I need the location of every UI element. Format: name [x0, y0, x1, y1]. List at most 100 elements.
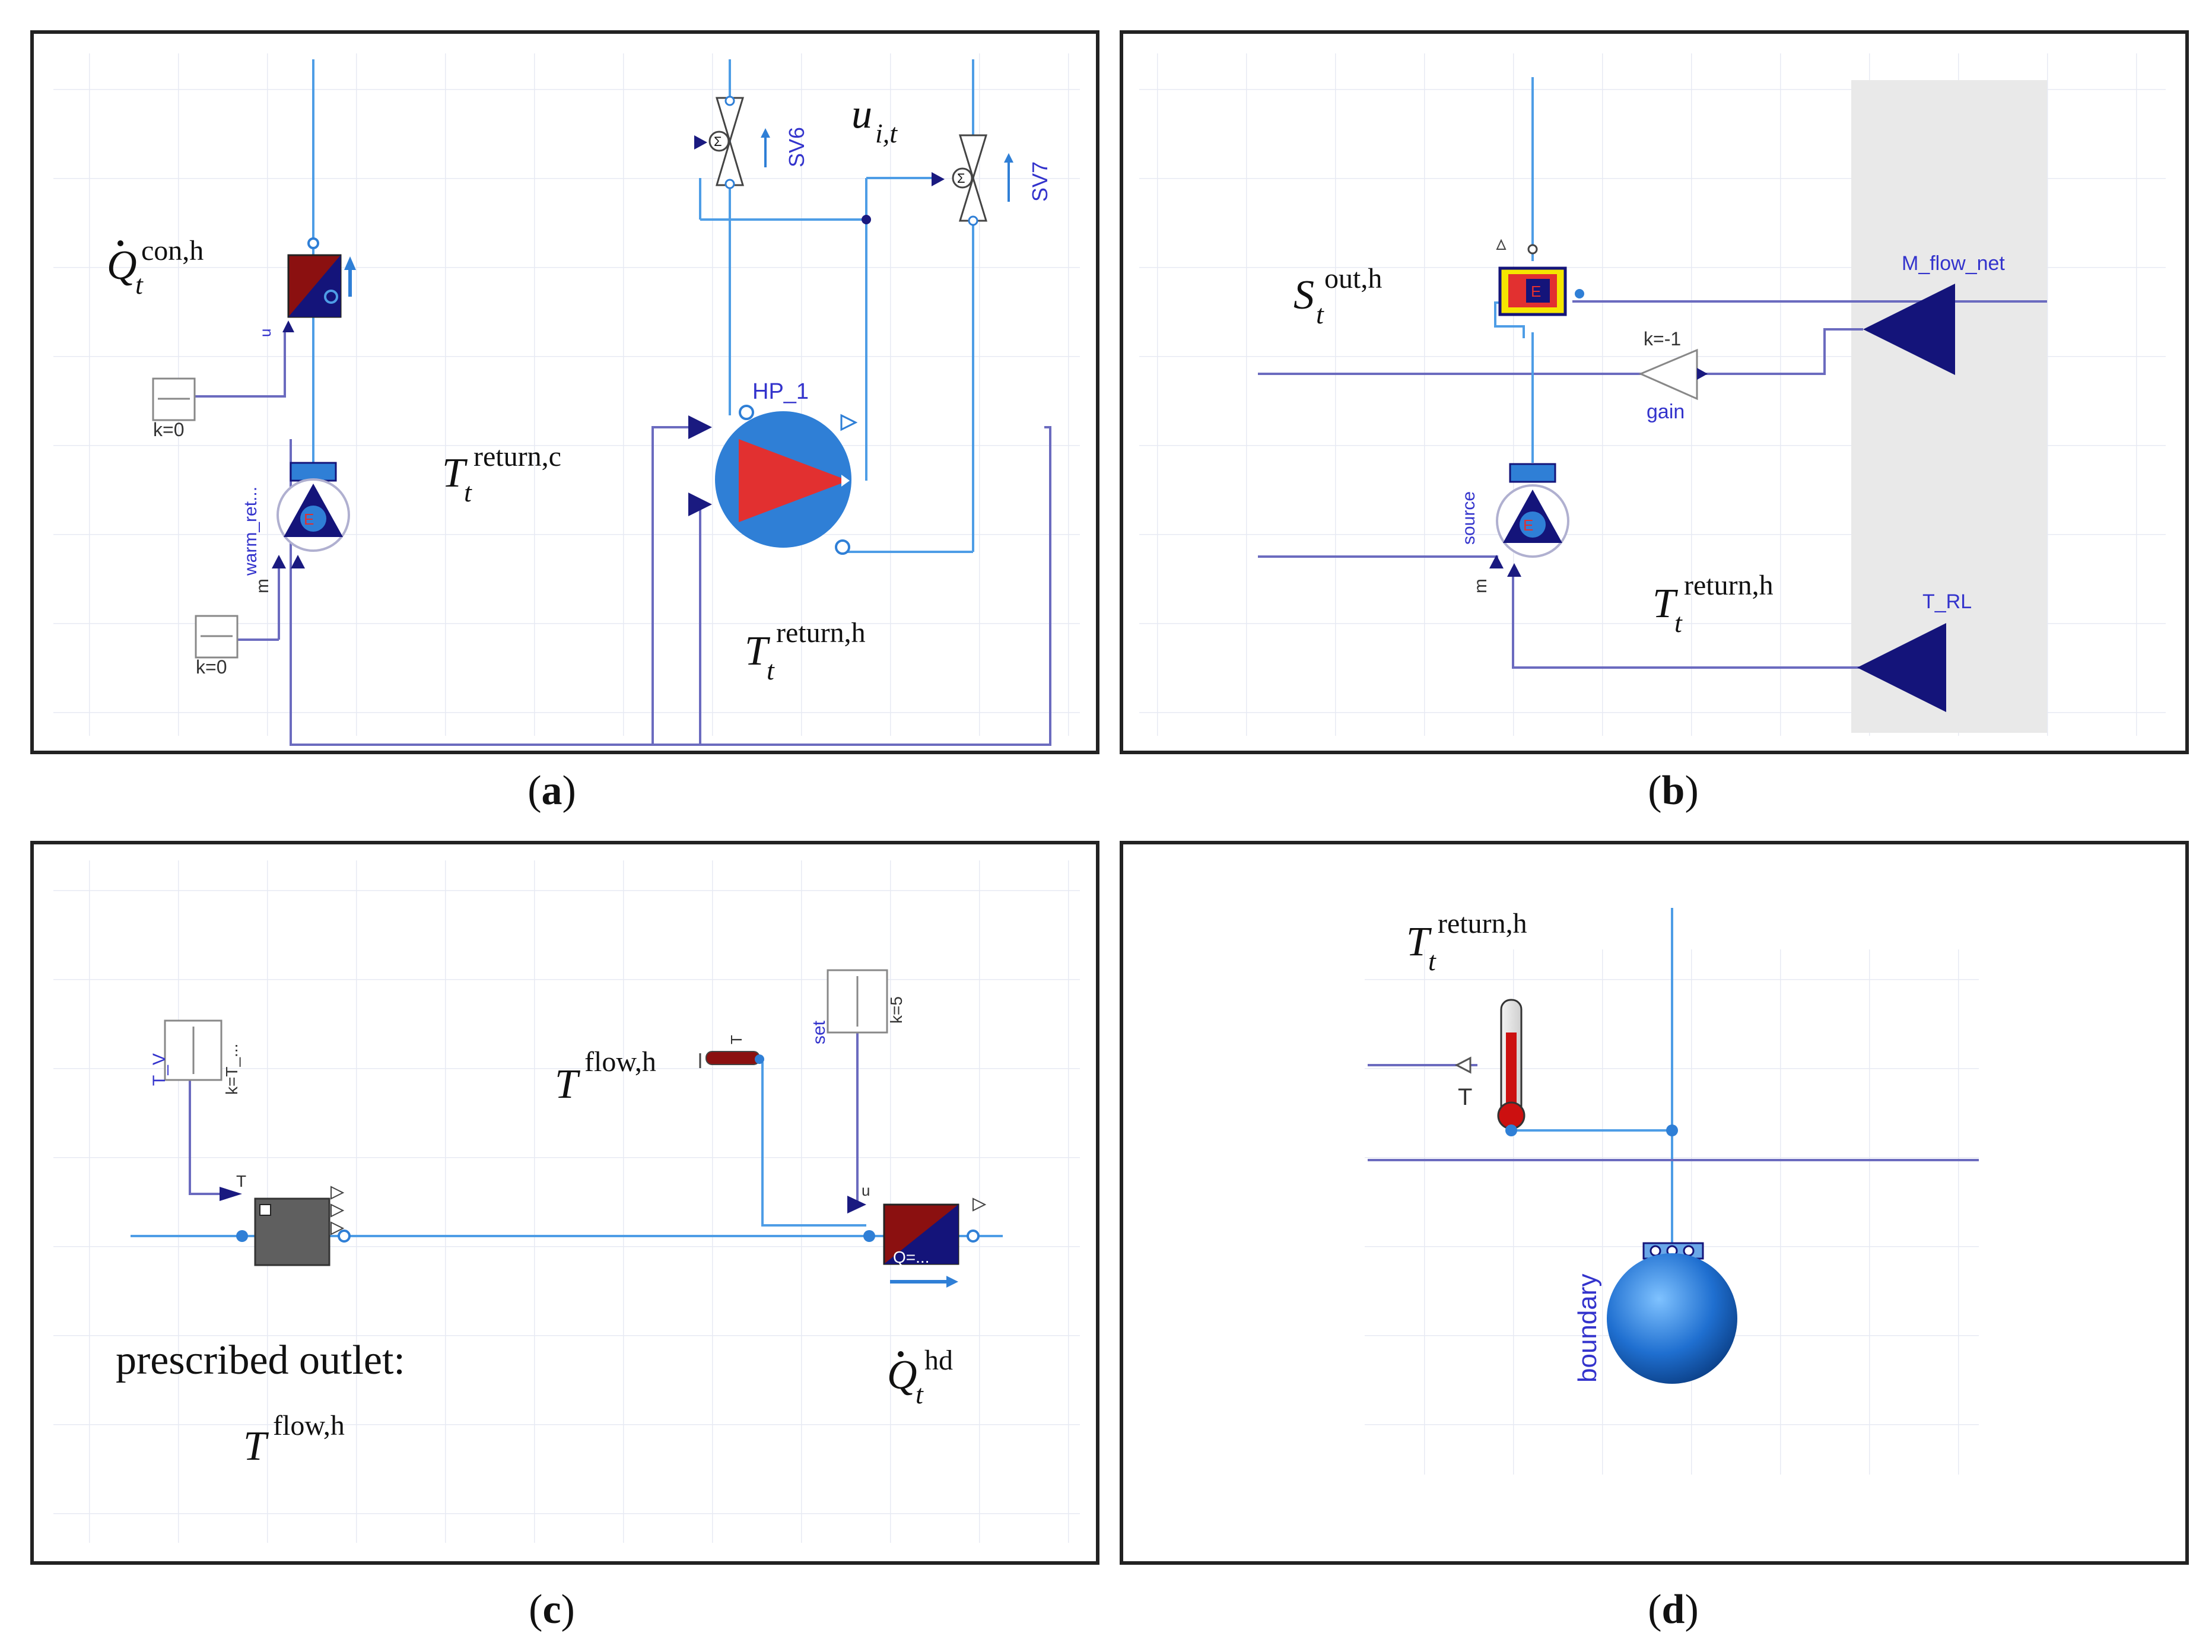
junction-dot — [862, 215, 871, 224]
hx-u-port-label: u — [256, 329, 274, 337]
svg-text:T: T — [745, 628, 771, 674]
heat-pump-icon[interactable]: HP_1 — [688, 379, 858, 555]
gain-icon[interactable]: k=-1 gain — [1638, 328, 1708, 423]
source-label: source — [1459, 491, 1479, 545]
hd-u-port-label: u — [862, 1181, 870, 1199]
svg-text:i,t: i,t — [875, 118, 898, 148]
constant-block-icon[interactable]: T_V k=T_... — [150, 1019, 241, 1095]
boundary-label: boundary — [1573, 1274, 1602, 1383]
constant-block-icon[interactable]: k=0 — [195, 615, 239, 678]
pump-icon[interactable]: E source m — [1459, 463, 1569, 593]
label-qcon: Q t con,h — [107, 235, 204, 300]
panel-d-pipes — [1510, 908, 1673, 1245]
label-treturn-h: T t return,h — [1406, 908, 1527, 976]
label-treturn-h: T t return,h — [1652, 570, 1774, 638]
hp1-label: HP_1 — [752, 379, 809, 404]
svg-text:con,h: con,h — [141, 235, 204, 266]
svg-text:hd: hd — [924, 1345, 953, 1376]
panel-b-signal-lines — [1258, 300, 2047, 669]
svg-text:t: t — [767, 655, 775, 685]
caption-d: (d) — [1648, 1587, 1699, 1632]
mflow-net-label: M_flow_net — [1902, 252, 2005, 275]
set-label: set — [809, 1020, 829, 1044]
set-k-label: k=5 — [887, 996, 905, 1024]
label-treturn-c: T t return,c — [442, 441, 561, 507]
label-qhd: Q t hd — [887, 1345, 953, 1409]
pump-warm-ret-label: warm_ret... — [241, 487, 260, 576]
boundary-sphere-icon[interactable]: boundary — [1573, 1242, 1737, 1384]
thermometer-icon[interactable]: T — [699, 1035, 764, 1068]
outlet-t-port-label: T — [236, 1172, 246, 1190]
hd-q-label: Q=... — [893, 1248, 929, 1266]
gain-label: gain — [1647, 401, 1685, 423]
svg-text:T: T — [442, 450, 468, 496]
constant-block-icon[interactable]: k=0 — [152, 377, 196, 440]
junction-dot — [1666, 1124, 1678, 1136]
thermometer-icon[interactable]: T — [1454, 999, 1525, 1136]
svg-text:return,h: return,h — [1438, 908, 1527, 939]
tv-label: T_V — [150, 1053, 169, 1086]
valve-icon[interactable]: Σ SV7 — [932, 134, 1052, 226]
caption-b: (b) — [1648, 768, 1699, 814]
svg-text:return,h: return,h — [776, 617, 866, 649]
pump-e-mark: E — [304, 510, 314, 528]
svg-text:t: t — [1428, 946, 1436, 976]
svg-text:Q: Q — [887, 1352, 917, 1398]
input-connector-icon[interactable]: M_flow_net — [1863, 252, 2005, 375]
valve-icon[interactable]: Σ SV6 — [694, 96, 809, 189]
svg-text:flow,h: flow,h — [584, 1046, 656, 1078]
label-u-it: u i,t — [851, 91, 898, 148]
prescribed-outlet-icon[interactable]: T — [220, 1172, 351, 1266]
heat-exchanger-icon[interactable]: u Q=... — [847, 1181, 987, 1288]
svg-text:T: T — [1406, 919, 1432, 965]
constant-block-icon[interactable]: set k=5 — [809, 969, 905, 1044]
sv7-label: SV7 — [1028, 161, 1052, 202]
sv6-sigma-mark: Σ — [714, 134, 722, 149]
const2-k-label: k=0 — [196, 656, 227, 678]
svg-text:out,h: out,h — [1324, 263, 1382, 294]
svg-text:E: E — [1531, 282, 1541, 300]
pump-m-port-label: m — [253, 579, 272, 593]
sensor-t-port-label: T — [727, 1035, 745, 1044]
sv7-sigma-mark: Σ — [957, 171, 965, 186]
svg-text:T: T — [555, 1062, 581, 1107]
trl-label: T_RL — [1922, 590, 1972, 613]
panel-b-connector-area — [1851, 80, 2047, 733]
svg-text:S: S — [1293, 272, 1314, 318]
panel-a: u k=0 E warm_ret... m k=0 — [30, 30, 1099, 754]
label-prescribed-outlet: prescribed outlet: — [116, 1338, 405, 1383]
input-connector-icon[interactable]: T_RL — [1857, 590, 1972, 712]
label-tflow: T flow,h — [555, 1046, 656, 1107]
svg-text:t: t — [916, 1379, 924, 1409]
pump-icon[interactable]: E warm_ret... m — [241, 462, 350, 593]
svg-text:t: t — [464, 477, 472, 507]
panel-b: E k=-1 gain M_flow_net T_RL E — [1120, 30, 2189, 754]
svg-text:u: u — [851, 91, 872, 137]
sv6-label: SV6 — [784, 127, 809, 167]
label-treturn-h: T t return,h — [745, 617, 866, 685]
svg-text:T: T — [1652, 581, 1679, 627]
panel-c: T_V k=T_... T T set k=5 — [30, 841, 1099, 1565]
svg-text:Q: Q — [107, 243, 137, 288]
gain-k-label: k=-1 — [1644, 328, 1681, 350]
svg-text:t: t — [1316, 299, 1324, 329]
svg-text:return,c: return,c — [473, 441, 561, 472]
svg-text:E: E — [1523, 516, 1533, 534]
svg-text:return,h: return,h — [1684, 570, 1774, 601]
svg-text:T: T — [243, 1424, 269, 1469]
source-m-port-label: m — [1471, 579, 1490, 593]
caption-c: (c) — [529, 1587, 575, 1632]
tv-k-label: k=T_... — [223, 1044, 241, 1095]
thermo-t-port-label: T — [1458, 1084, 1472, 1110]
svg-text:t: t — [1674, 608, 1683, 638]
svg-text:t: t — [135, 269, 144, 300]
svg-text:flow,h: flow,h — [273, 1410, 345, 1441]
heat-exchanger-icon[interactable]: u — [256, 237, 356, 337]
label-sout: S t out,h — [1293, 263, 1382, 329]
const1-k-label: k=0 — [153, 419, 184, 440]
panel-d: T boundary T t return,h — [1120, 841, 2189, 1565]
caption-a: (a) — [527, 768, 576, 814]
sensor-icon[interactable]: E — [1496, 239, 1584, 316]
label-tflow-outlet: T flow,h — [243, 1410, 345, 1469]
